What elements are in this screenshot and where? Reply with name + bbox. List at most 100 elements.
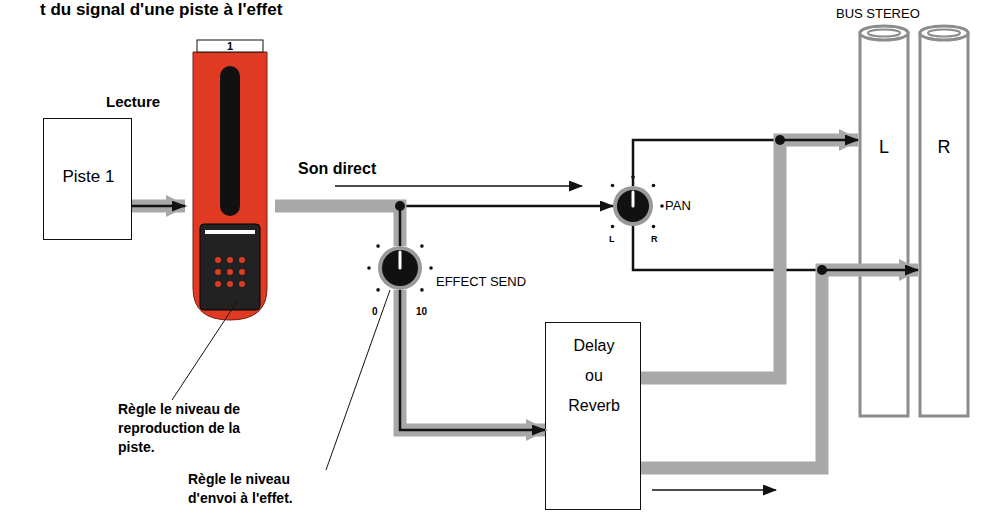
- junction-dot: [395, 201, 405, 211]
- knob-ring: [613, 186, 653, 226]
- fader-drawing: [185, 38, 275, 322]
- knob-drawing: [378, 246, 422, 290]
- fader-led: [215, 281, 221, 287]
- node-text: Delay ou Reverb: [564, 331, 624, 421]
- knob-tick: [420, 288, 424, 292]
- pan-knob: PANLR: [613, 186, 653, 226]
- signal-connector: [641, 270, 918, 468]
- leader-line: [172, 300, 238, 400]
- fader-slot: [220, 66, 240, 216]
- signal-connector: [132, 206, 185, 207]
- signal-line: [780, 139, 858, 142]
- signal-band: [641, 270, 918, 468]
- signal-band: [400, 290, 545, 430]
- knob-body: [382, 250, 418, 286]
- signal-line: [275, 205, 613, 208]
- node-text: Piste 1: [44, 167, 133, 187]
- node-text: EFFECT SEND: [436, 274, 526, 289]
- fader-led: [239, 269, 245, 275]
- bus-rim: [920, 26, 968, 40]
- node-text: 10: [416, 306, 427, 317]
- fader-body: [193, 52, 267, 320]
- fader-led: [227, 281, 233, 287]
- fader-cap: [200, 224, 260, 310]
- callout-note: Règle le niveau de reproduction de la pi…: [118, 400, 258, 457]
- signal-connector: [633, 140, 858, 186]
- node-text: 0: [372, 306, 378, 317]
- junction-dot: [817, 265, 827, 275]
- bus-cylinder: [918, 25, 970, 417]
- knob-pointer: [632, 192, 635, 206]
- signal-line: [400, 290, 545, 430]
- knob-tick: [652, 225, 656, 229]
- junction-dot: [775, 135, 785, 145]
- knob-tick: [652, 184, 656, 188]
- signal-line: [633, 140, 858, 186]
- signal-line: [822, 269, 918, 272]
- signal-line: [633, 226, 918, 270]
- knob-body: [617, 190, 649, 222]
- node-text: R: [918, 137, 970, 158]
- knob-tick: [367, 266, 371, 270]
- bus-bore: [868, 30, 900, 37]
- knob-pointer: [399, 252, 402, 268]
- fader-led: [227, 269, 233, 275]
- fader-led: [239, 281, 245, 287]
- bus-bore: [928, 30, 960, 37]
- signal-band: [641, 140, 858, 378]
- knob-tick: [660, 204, 664, 208]
- fader-label-box: [197, 40, 263, 52]
- knob-tick: [420, 244, 424, 248]
- bus-cylinder: [858, 25, 910, 417]
- bus-body: [860, 33, 908, 416]
- signal-connector: [633, 226, 918, 270]
- signal-connector: [641, 140, 858, 378]
- bus-rim: [860, 26, 908, 40]
- bus-body: [920, 33, 968, 416]
- signal-connector: [275, 206, 400, 246]
- signal-connector: [275, 206, 613, 207]
- node-text: PAN: [665, 198, 691, 213]
- node-text: L: [609, 234, 615, 244]
- track-box: LecturePiste 1: [43, 118, 132, 240]
- signal-connector: [400, 290, 545, 430]
- knob-tick: [611, 225, 615, 229]
- direction-arrow: [652, 489, 776, 491]
- signal-band: [132, 200, 185, 213]
- callout-note: Règle le niveau d'envoi à l'effet.: [188, 470, 328, 508]
- node-text: L: [858, 137, 910, 158]
- knob-ring: [378, 246, 422, 290]
- knob-tick: [376, 244, 380, 248]
- knob-tick: [611, 184, 615, 188]
- knob-drawing: [613, 186, 653, 226]
- bus-title: BUS STEREO: [836, 6, 920, 21]
- bus-left: L: [858, 25, 910, 417]
- fader-cap-line: [205, 230, 255, 234]
- diagram-title: t du signal d'une piste à l'effet: [40, 0, 282, 20]
- fader-led: [227, 257, 233, 263]
- knob-tick: [429, 266, 433, 270]
- fader-led: [239, 257, 245, 263]
- edge-label: Son direct: [298, 160, 376, 178]
- channel-fader: 1: [185, 38, 275, 322]
- knob-tick: [602, 204, 606, 208]
- knob-tick: [376, 288, 380, 292]
- node-text: 1: [197, 40, 263, 52]
- node-text: Lecture: [106, 93, 160, 110]
- fader-led: [215, 257, 221, 263]
- signal-line: [399, 206, 402, 246]
- bus-right: R: [918, 25, 970, 417]
- leader-line: [326, 290, 390, 470]
- direction-arrow: [335, 185, 582, 187]
- signal-line: [132, 205, 185, 208]
- node-text: R: [651, 234, 658, 244]
- effect-send-knob: EFFECT SEND010: [378, 246, 422, 290]
- knob-tick: [398, 235, 402, 239]
- fader-led: [215, 269, 221, 275]
- knob-tick: [631, 175, 635, 179]
